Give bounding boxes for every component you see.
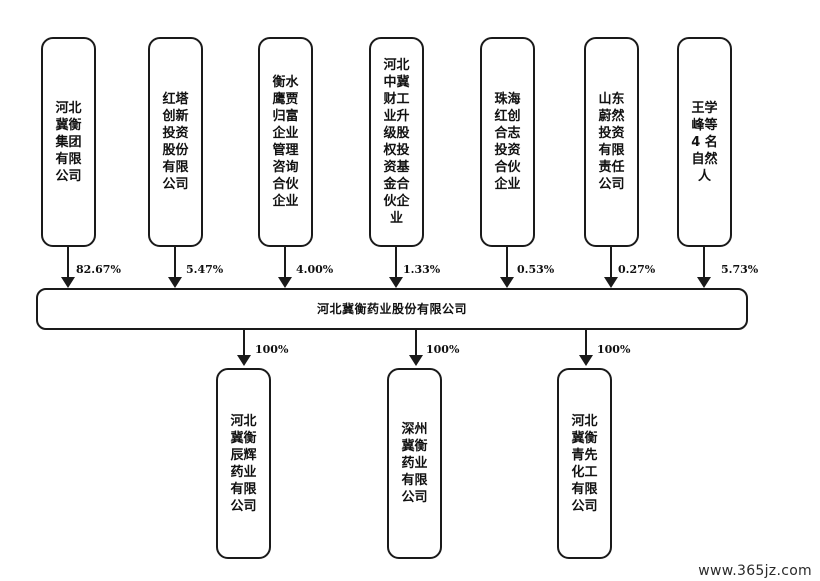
ownership-percent: 0.27% (618, 263, 656, 276)
shareholder-name: 河北 中冀 财工 业升 级股 权投 资基 金合 伙企 业 (383, 58, 410, 226)
ownership-percent: 5.73% (721, 263, 759, 276)
ownership-arrow (604, 247, 618, 288)
ownership-arrow (697, 247, 711, 288)
shareholder-box-zhuhai-hongchuang: 珠海 红创 合志 投资 合伙 企业 (480, 37, 535, 247)
main-company-box: 河北冀衡药业股份有限公司 (36, 288, 748, 330)
ownership-arrow (389, 247, 403, 288)
shareholder-name: 红塔 创新 投资 股份 有限 公司 (162, 92, 189, 192)
ownership-percent: 4.00% (296, 263, 334, 276)
shareholder-box-hengshui-yingjia: 衡水 鹰贾 归富 企业 管理 咨询 合伙 企业 (258, 37, 313, 247)
ownership-percent: 82.67% (76, 263, 121, 276)
subsidiary-name: 河北 冀衡 青先 化工 有限 公司 (571, 413, 598, 514)
ownership-percent: 0.53% (517, 263, 555, 276)
shareholder-name: 王学 峰等 4 名 自然 人 (691, 100, 718, 184)
shareholder-name: 河北 冀衡 集团 有限 公司 (55, 100, 82, 184)
shareholder-name: 山东 蔚然 投资 有限 责任 公司 (598, 92, 625, 192)
shareholder-box-jiheng-group: 河北 冀衡 集团 有限 公司 (41, 37, 96, 247)
subsidiary-box-chenhui: 河北 冀衡 辰辉 药业 有限 公司 (216, 368, 271, 559)
subsidiary-arrow (579, 330, 593, 366)
ownership-arrow (61, 247, 75, 288)
ownership-percent: 1.33% (403, 263, 441, 276)
subsidiary-arrow (409, 330, 423, 366)
shareholder-box-hongta: 红塔 创新 投资 股份 有限 公司 (148, 37, 203, 247)
subsidiary-percent: 100% (255, 343, 289, 356)
site-watermark: www.365jz.com (698, 563, 812, 579)
shareholder-box-wang-xuefeng-group: 王学 峰等 4 名 自然 人 (677, 37, 732, 247)
ownership-arrow (168, 247, 182, 288)
subsidiary-box-shenzhou: 深州 冀衡 药业 有限 公司 (387, 368, 442, 559)
ownership-percent: 5.47% (186, 263, 224, 276)
shareholder-box-shandong-weiran: 山东 蔚然 投资 有限 责任 公司 (584, 37, 639, 247)
shareholder-name: 衡水 鹰贾 归富 企业 管理 咨询 合伙 企业 (272, 75, 299, 209)
subsidiary-percent: 100% (597, 343, 631, 356)
ownership-arrow (278, 247, 292, 288)
subsidiary-arrow (237, 330, 251, 366)
ownership-arrow (500, 247, 514, 288)
shareholder-box-hebei-zhongji-fund: 河北 中冀 财工 业升 级股 权投 资基 金合 伙企 业 (369, 37, 424, 247)
subsidiary-name: 河北 冀衡 辰辉 药业 有限 公司 (230, 413, 257, 514)
main-company-name: 河北冀衡药业股份有限公司 (316, 301, 467, 316)
subsidiary-name: 深州 冀衡 药业 有限 公司 (401, 422, 428, 505)
shareholder-name: 珠海 红创 合志 投资 合伙 企业 (494, 92, 521, 192)
subsidiary-box-qingxian: 河北 冀衡 青先 化工 有限 公司 (557, 368, 612, 559)
subsidiary-percent: 100% (426, 343, 460, 356)
